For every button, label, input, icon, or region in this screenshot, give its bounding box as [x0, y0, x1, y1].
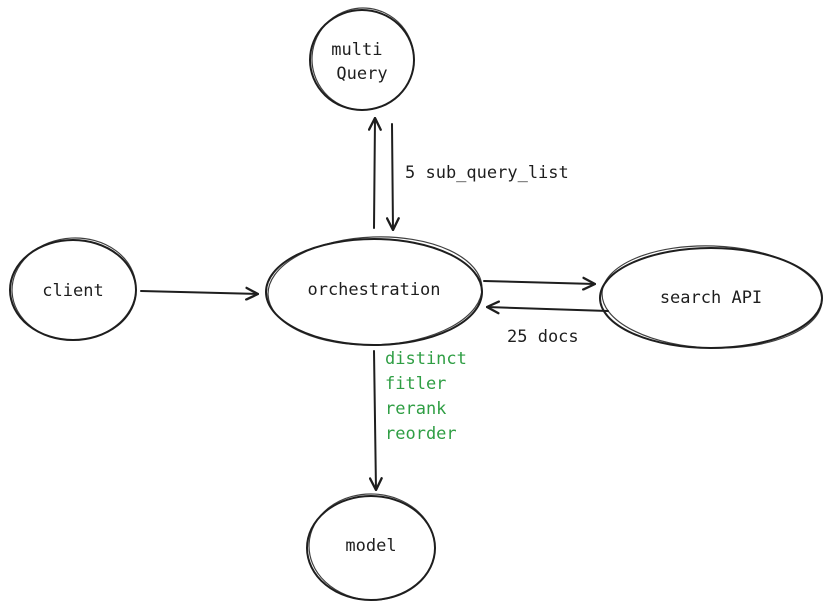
node-client[interactable]: client — [9, 235, 138, 343]
arrow-client-to-orchestration[interactable] — [140, 286, 260, 301]
node-search-api[interactable]: search API — [599, 242, 824, 352]
orchestration-label: orchestration — [307, 280, 440, 300]
client-label: client — [42, 281, 103, 301]
processing-step-reorder: reorder — [385, 424, 457, 444]
multi-query-sketch-outline — [311, 7, 415, 111]
processing-steps-list: distinct fitler rerank reorder — [385, 349, 477, 444]
search-api-sketch-outline — [601, 245, 823, 349]
arrow-orchestration-to-search-api[interactable] — [483, 276, 597, 291]
processing-step-distinct: distinct — [385, 349, 467, 369]
arrow-search-api-to-orchestration[interactable] — [485, 300, 609, 315]
multi-query-label-line-1: multi — [331, 40, 382, 60]
docs-count-label: 25 docs — [507, 327, 579, 347]
node-model[interactable]: model — [306, 491, 437, 603]
client-sketch-outline — [11, 237, 137, 341]
node-multi-query[interactable]: multi Query — [309, 5, 418, 114]
node-orchestration[interactable]: orchestration — [265, 233, 484, 348]
multi-query-label-line-2: Query — [336, 64, 387, 84]
processing-step-rerank: rerank — [385, 399, 446, 419]
model-label: model — [345, 536, 396, 556]
arrow-orchestration-to-model[interactable] — [368, 350, 383, 492]
model-sketch-outline — [308, 493, 436, 601]
search-api-label: search API — [660, 288, 762, 308]
arrow-multi-query-to-orchestration[interactable] — [385, 123, 400, 232]
sub-query-list-label: 5 sub_query_list — [405, 163, 569, 183]
processing-step-fitler: fitler — [385, 374, 446, 394]
arrow-orchestration-to-multi-query[interactable] — [367, 116, 382, 229]
multi-query-label: multi Query — [331, 40, 392, 84]
orchestration-sketch-outline — [267, 236, 483, 346]
